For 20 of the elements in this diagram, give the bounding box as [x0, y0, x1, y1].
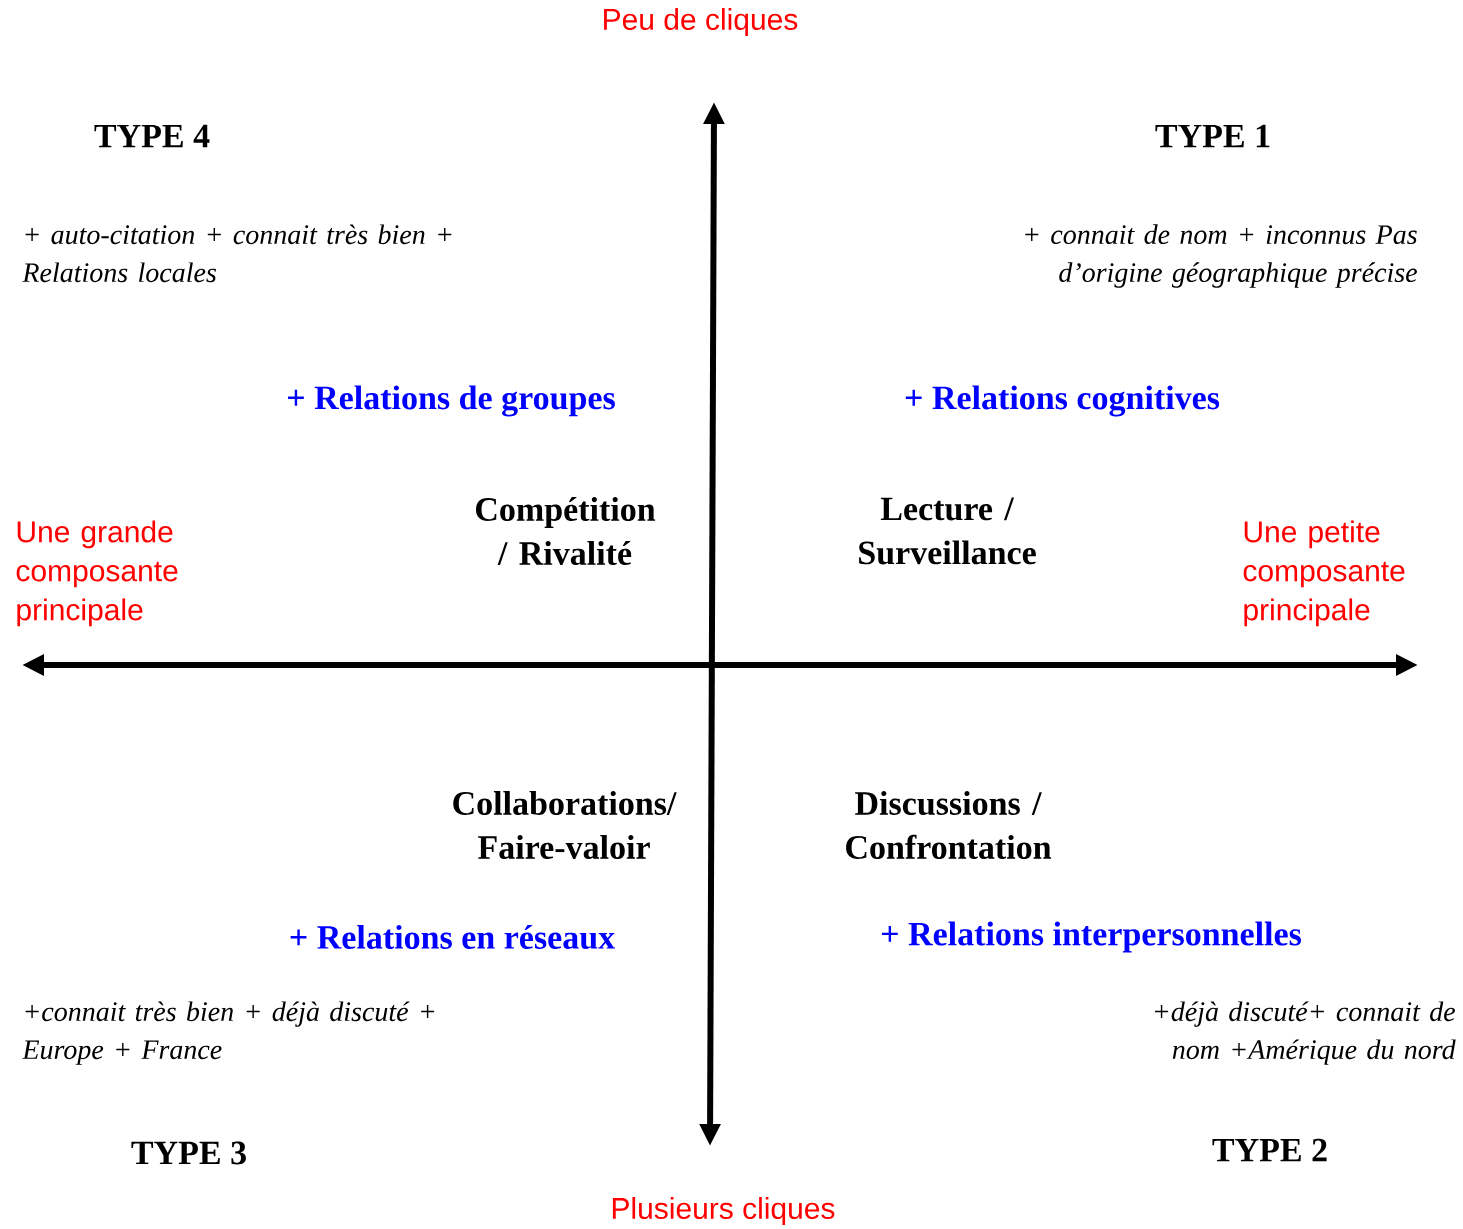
relation-label: + Relations cognitives: [905, 385, 1220, 417]
quadrant-title: TYPE 1: [1155, 124, 1270, 148]
axis-label: Peu de cliques: [604, 8, 798, 36]
axis-label: Plusieurs cliques: [612, 1197, 835, 1225]
axis-label: Une grande composante principale: [16, 520, 178, 627]
relation-label: + Relations interpersonnelles: [881, 921, 1302, 953]
relation-label: + Relations en réseaux: [290, 925, 615, 949]
quadrant-label: Collaborations/ Faire-valoir: [453, 791, 677, 859]
quadrant-title: TYPE 2: [1212, 1138, 1327, 1162]
note-text: + auto-citation + connait très bien + Relations locales: [22, 224, 452, 283]
relation-label: + Relations de groupes: [288, 385, 615, 417]
note-text: +déjà discuté+ connait de nom +Amérique du nord: [1155, 1001, 1456, 1065]
quadrant-label: Discussions / Confrontation: [846, 791, 1052, 859]
quadrant-label: Compétition / Rivalité: [476, 497, 656, 565]
quadrant-label: Lecture / Surveillance: [859, 497, 1036, 565]
quadrant-title: TYPE 4: [94, 124, 210, 148]
quadrant-title: TYPE 3: [131, 1141, 246, 1165]
note-text: +connait très bien + déjà discuté + Europe + France: [22, 1001, 435, 1065]
note-text: + connait de nom + inconnus Pas d’origine géographique précise: [1025, 224, 1417, 288]
axis-label: Une petite composante principale: [1243, 520, 1405, 627]
